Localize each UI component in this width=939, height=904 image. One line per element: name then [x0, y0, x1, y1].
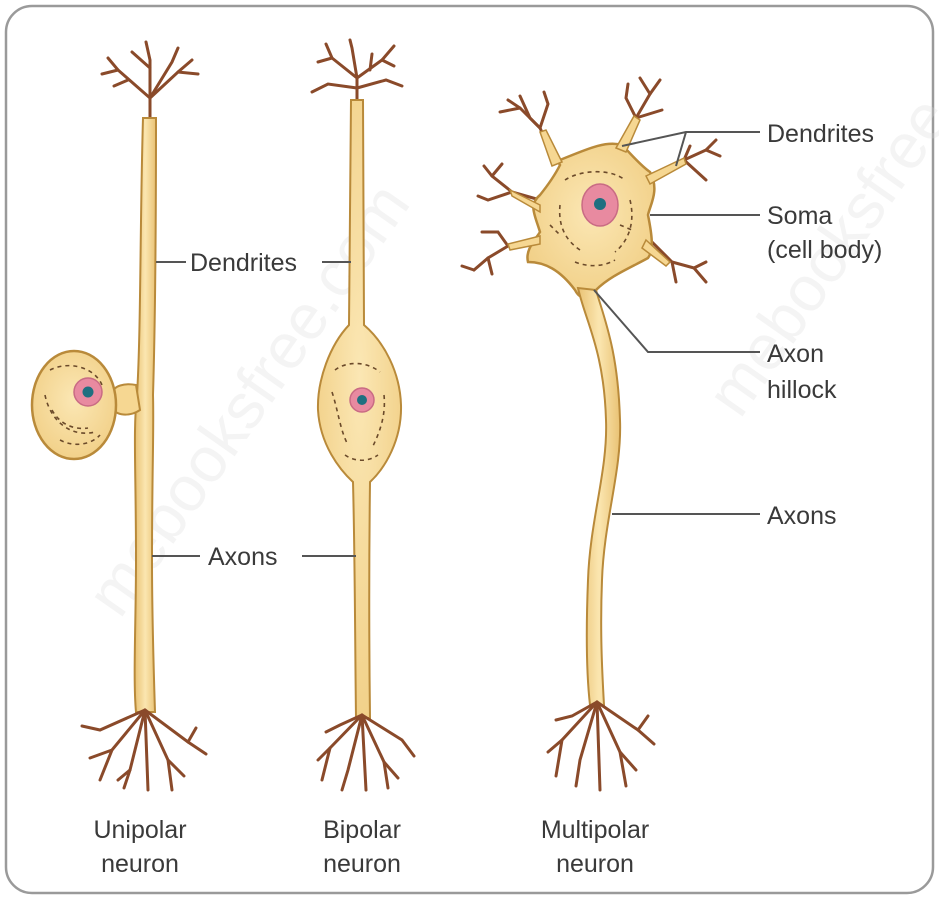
label-soma: Soma — [767, 202, 832, 230]
caption-unipolar-line1: Unipolar — [93, 816, 186, 844]
label-dendrites-right: Dendrites — [767, 120, 874, 148]
unipolar-nucleolus — [83, 387, 94, 398]
multipolar-nucleolus — [594, 198, 606, 210]
label-soma-cell-body: (cell body) — [767, 236, 882, 264]
label-axon-hillock-line1: Axon — [767, 340, 824, 368]
caption-multipolar-line2: neuron — [556, 850, 634, 878]
label-dendrites-center: Dendrites — [190, 249, 297, 277]
caption-bipolar-line1: Bipolar — [323, 816, 401, 844]
caption-bipolar-line2: neuron — [323, 850, 401, 878]
unipolar-soma — [32, 351, 116, 459]
label-axon-hillock-line2: hillock — [767, 376, 837, 404]
caption-unipolar-line2: neuron — [101, 850, 179, 878]
caption-multipolar-line1: Multipolar — [541, 816, 649, 844]
label-axons-right: Axons — [767, 502, 836, 530]
label-axons-center: Axons — [208, 543, 277, 571]
bipolar-nucleolus — [357, 395, 367, 405]
